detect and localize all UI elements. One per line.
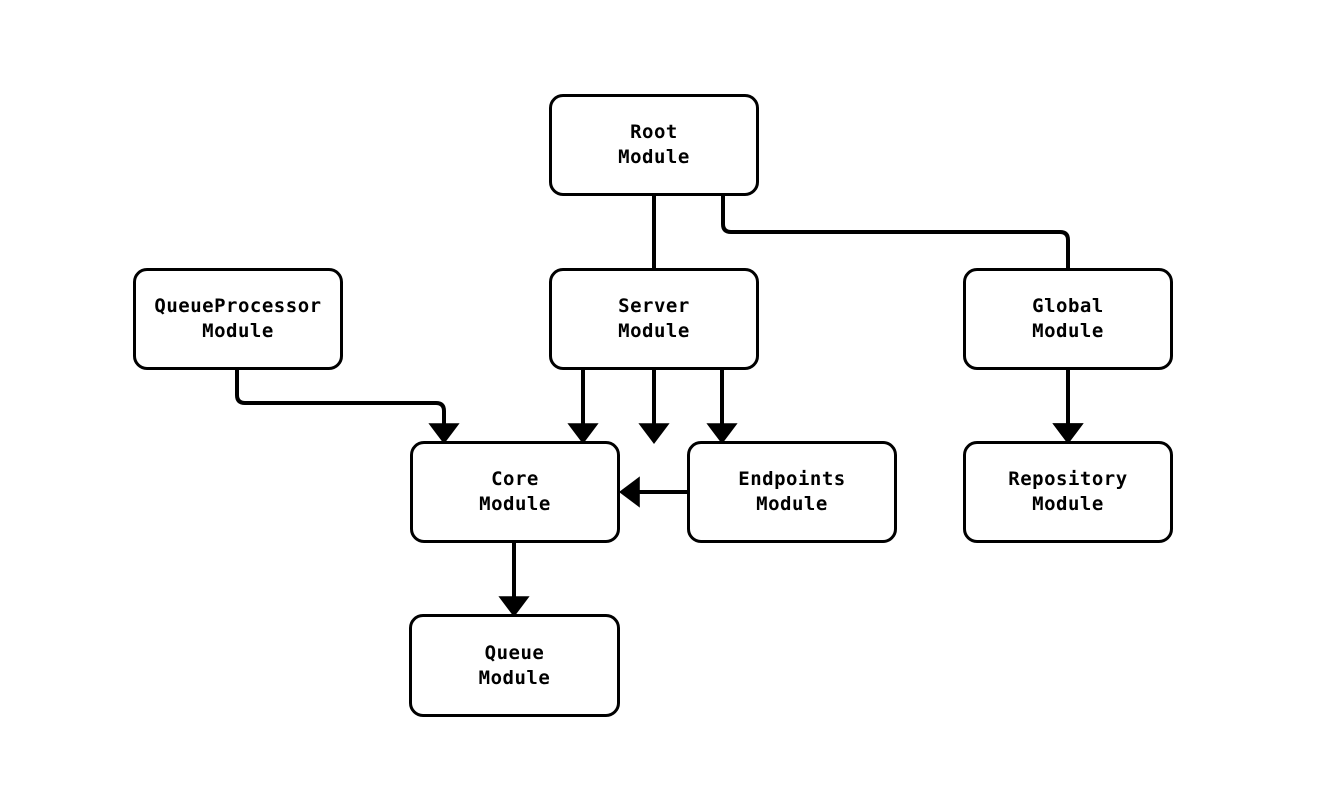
node-core-module-line2: Module: [479, 493, 551, 515]
node-core-module-line1: Core: [491, 468, 539, 490]
node-global-module-line1: Global: [1032, 295, 1104, 317]
node-queueprocessor-module-line2: Module: [202, 320, 274, 342]
node-global-module[interactable]: Global Module: [963, 268, 1173, 370]
node-queue-module-line2: Module: [478, 666, 551, 689]
node-root-module[interactable]: Root Module: [549, 94, 759, 196]
node-endpoints-module-line2: Module: [756, 493, 828, 515]
node-global-module-line2: Module: [1032, 320, 1104, 342]
node-queueprocessor-module[interactable]: QueueProcessor Module: [133, 268, 343, 370]
node-queueprocessor-module-line1: QueueProcessor: [154, 295, 322, 317]
node-queue-module[interactable]: Queue Module: [409, 614, 620, 717]
node-server-module[interactable]: Server Module: [549, 268, 759, 370]
node-server-module-line2: Module: [618, 320, 690, 342]
node-server-module-line1: Server: [618, 295, 690, 317]
node-root-module-line2: Module: [618, 146, 690, 168]
node-endpoints-module-line1: Endpoints: [738, 468, 846, 490]
node-endpoints-module[interactable]: Endpoints Module: [687, 441, 897, 543]
node-repository-module-line1: Repository: [1008, 468, 1128, 490]
node-core-module[interactable]: Core Module: [410, 441, 620, 543]
edge-queueprocessor-to-core: [235, 370, 460, 444]
node-repository-module[interactable]: Repository Module: [963, 441, 1173, 543]
node-root-module-line1: Root: [630, 121, 678, 143]
node-repository-module-line2: Module: [1032, 493, 1104, 515]
node-queue-module-line1: Queue: [484, 641, 545, 664]
